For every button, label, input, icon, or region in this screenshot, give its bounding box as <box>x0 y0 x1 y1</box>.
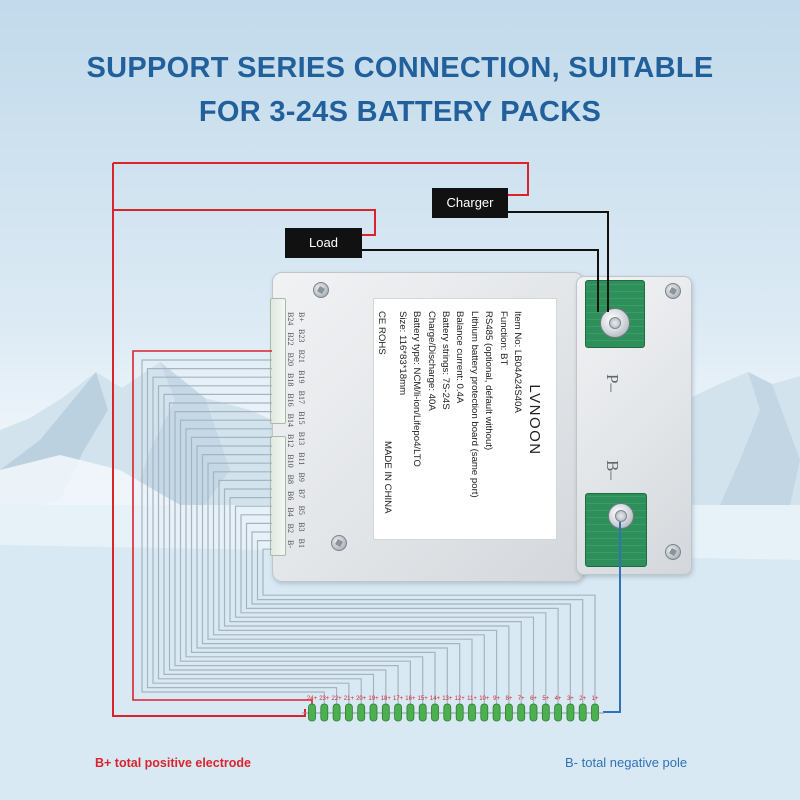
spec-charge-discharge: Charge/Discharge: 40A <box>425 311 437 411</box>
balance-pin-silkscreen-row-2: B24 B22 B20 B18 B16 B14 B12 B10 B8 B6 B4… <box>286 312 295 548</box>
spec-label-sticker: LVNOON Item No: LB04A24S40A Function: BT… <box>373 298 557 540</box>
balance-connector-lower <box>270 436 286 556</box>
p-terminal-bolt-icon <box>600 308 630 338</box>
spec-balance-current: Balance current: 0.4A <box>454 311 466 404</box>
screw-icon <box>313 282 329 298</box>
headline-line-1: SUPPORT SERIES CONNECTION, SUITABLE <box>86 52 714 84</box>
spec-size: Size: 116*83*18mm <box>396 311 408 396</box>
headline-line-2: FOR 3-24S BATTERY PACKS <box>198 96 602 128</box>
balance-connector-upper <box>270 298 286 424</box>
b-terminal-label: B– <box>603 460 622 480</box>
spec-function: Function: BT <box>497 311 509 366</box>
spec-description: Lithium battery protection board (same p… <box>468 311 480 498</box>
right-mountain-shadow <box>720 372 800 505</box>
p-terminal-label: P– <box>603 374 622 392</box>
balance-pin-silkscreen-row-1: B+ B23 B21 B19 B17 B15 B13 B11 B9 B7 B5 … <box>297 312 306 548</box>
legend-negative: B- total negative pole <box>565 755 688 770</box>
certification-text: CE ROHS <box>376 311 387 355</box>
spec-battery-strings: Battery strings: 7S-24S <box>439 311 451 410</box>
legend-positive: B+ total positive electrode <box>95 756 251 770</box>
spec-battery-type: Battery type: NCM/li-ion/Lifepo4/LTO <box>411 311 423 467</box>
load-box: Load <box>285 228 362 258</box>
spec-rs485: RS485 (optional, default without) <box>483 311 495 451</box>
spec-list: Item No: LB04A24S40A Function: BT RS485 … <box>394 311 524 498</box>
headline: SUPPORT SERIES CONNECTION, SUITABLE FOR … <box>0 46 800 134</box>
b-terminal-bolt-icon <box>608 503 634 529</box>
screw-icon <box>331 535 347 551</box>
brand-name: LVNOON <box>526 384 543 456</box>
origin-text: MADE IN CHINA <box>382 441 393 514</box>
spec-item-number: Item No: LB04A24S40A <box>512 311 523 413</box>
screw-icon <box>665 283 681 299</box>
charger-box: Charger <box>432 188 508 218</box>
screw-icon <box>665 544 681 560</box>
